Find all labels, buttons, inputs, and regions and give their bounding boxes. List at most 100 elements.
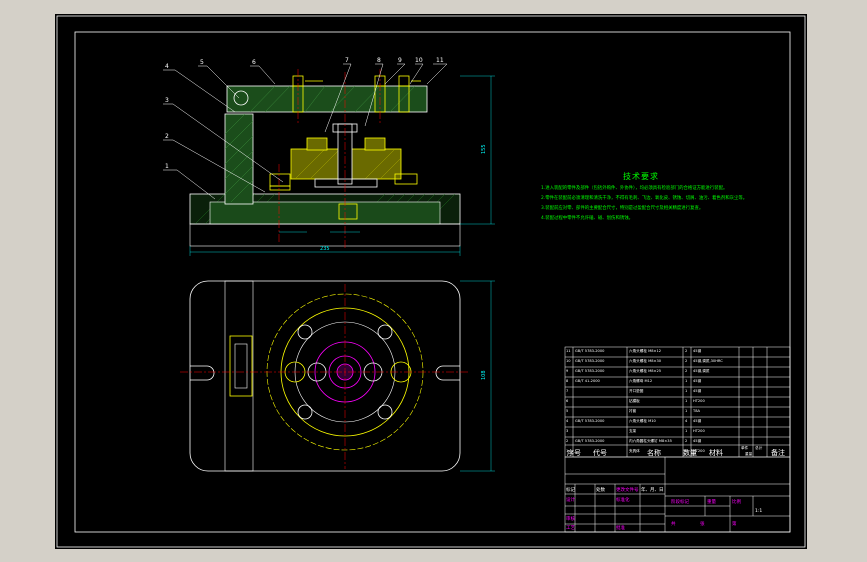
bom-cell-qty: 1 bbox=[685, 389, 688, 393]
bom-header-seq: 序号 bbox=[567, 449, 581, 457]
tb-standard: 标准化 bbox=[616, 498, 630, 503]
tech-req-line: 4.装配过程中零件不允许磕、碰、划伤和锈蚀。 bbox=[541, 216, 634, 221]
bom-cell-material: HT200 bbox=[693, 449, 705, 453]
bom-header-total-weight: 总计 bbox=[755, 446, 763, 450]
plan-view: 108 bbox=[180, 280, 495, 472]
drawing-canvas: 235 155 1 2 3 4 5 6 bbox=[55, 14, 807, 549]
bom-cell-qty: 1 bbox=[685, 399, 688, 403]
bom-cell-seq: 8 bbox=[566, 379, 569, 383]
tb-stage: 阶段标记 bbox=[671, 500, 689, 505]
bom-cell-seq: 10 bbox=[566, 359, 571, 363]
leader-2: 2 bbox=[165, 133, 169, 140]
bom-cell-seq: 1 bbox=[566, 449, 569, 453]
bom-header-qty: 数量 bbox=[683, 449, 697, 457]
bom-cell-seq: 3 bbox=[566, 429, 569, 433]
leader-6: 6 bbox=[252, 59, 256, 66]
bom-cell-qty: 2 bbox=[685, 369, 688, 373]
drill-plate bbox=[226, 85, 428, 113]
tb-label-date: 年、月、日 bbox=[641, 488, 664, 493]
inner-frame bbox=[74, 31, 791, 533]
leader-1: 1 bbox=[165, 163, 169, 170]
bom-cell-material: T8A bbox=[693, 409, 700, 413]
tb-label-change-doc: 更改文件号 bbox=[616, 488, 639, 493]
bom-cell-name: 支架 bbox=[629, 429, 637, 433]
bom-cell-name: 六角头螺栓 M10 bbox=[629, 419, 656, 423]
cad-drawing: 235 155 1 2 3 4 5 6 bbox=[56, 15, 806, 548]
bom-cell-seq: 7 bbox=[566, 389, 569, 393]
tb-design: 设计 bbox=[566, 498, 575, 503]
bom-cell-seq: 6 bbox=[566, 399, 569, 403]
leader-11: 11 bbox=[436, 57, 444, 64]
bom-cell-name: 内六角圆柱头螺钉 M8×35 bbox=[629, 439, 672, 443]
dim-overall-width: 235 bbox=[320, 246, 330, 252]
bom-cell-name: 夹具体 bbox=[629, 449, 640, 453]
bom-header-weight: 重量 bbox=[745, 452, 753, 456]
tech-req-line: 3.装配前应对零、部件的主要配合尺寸，特别是过盈配合尺寸及相关精度进行复查。 bbox=[541, 206, 704, 211]
leader-8: 8 bbox=[377, 57, 381, 64]
bom-cell-material: 45钢 bbox=[693, 349, 702, 353]
bom-cell-seq: 4 bbox=[566, 419, 569, 423]
bom-cell-material: 45钢,调质 bbox=[693, 369, 710, 373]
tb-scale: 比例 bbox=[732, 500, 741, 505]
tb-sheet-no: 第 bbox=[732, 522, 737, 527]
leader-10: 10 bbox=[415, 57, 423, 64]
leader-5: 5 bbox=[200, 59, 204, 66]
bom-cell-material: 45钢 bbox=[693, 379, 702, 383]
tb-check: 审核 bbox=[566, 517, 575, 522]
bom-cell-seq: 2 bbox=[566, 439, 569, 443]
bom-cell-material: 45钢,调质,30HRC bbox=[693, 359, 723, 363]
bom-cell-qty: 1 bbox=[685, 379, 688, 383]
tb-label-mark: 标记 bbox=[566, 488, 575, 493]
bom-cell-qty: 2 bbox=[685, 359, 688, 363]
bom-cell-qty: 2 bbox=[685, 349, 688, 353]
bom-cell-code: GB/T 5783-2000 bbox=[575, 349, 605, 353]
bom-header-remark: 备注 bbox=[771, 449, 785, 457]
bom-cell-name: 六角头螺栓 M8×25 bbox=[629, 369, 662, 373]
leader-3: 3 bbox=[165, 97, 169, 104]
bom-cell-material: 45钢 bbox=[693, 439, 702, 443]
bom-cell-material: HT200 bbox=[693, 429, 705, 433]
bom-cell-name: 六角头螺栓 M8×12 bbox=[629, 349, 662, 353]
bom-cell-material: HT200 bbox=[693, 399, 705, 403]
tb-approve: 批准 bbox=[616, 526, 625, 531]
bom-cell-seq: 5 bbox=[566, 409, 569, 413]
bom-cell-code: GB/T 41-2000 bbox=[575, 379, 600, 383]
bom-cell-code: GB/T 5783-2000 bbox=[575, 439, 605, 443]
leader-4: 4 bbox=[165, 63, 169, 70]
bom-cell-name: 钻模板 bbox=[629, 399, 640, 403]
dim-plan-height: 108 bbox=[481, 370, 487, 380]
tb-weight: 重量 bbox=[707, 500, 716, 505]
support-column bbox=[224, 113, 254, 205]
bom-header-unit-weight: 单件 bbox=[741, 446, 749, 450]
bom-table bbox=[564, 346, 791, 458]
title-block bbox=[564, 456, 791, 533]
bom-cell-name: 衬套 bbox=[629, 409, 637, 413]
tb-scale-value: 1:1 bbox=[755, 509, 763, 514]
bom-cell-name: 六角头螺栓 M8×30 bbox=[629, 359, 662, 363]
bom-header-material: 材料 bbox=[709, 449, 723, 457]
bom-cell-qty: 1 bbox=[685, 429, 688, 433]
bom-cell-qty: 2 bbox=[685, 439, 688, 443]
bom-cell-code: GB/T 5783-2000 bbox=[575, 369, 605, 373]
tech-req-title: 技术要求 bbox=[623, 172, 659, 181]
bom-header-name: 名称 bbox=[647, 449, 661, 457]
bom-header-code: 代号 bbox=[593, 449, 607, 457]
dim-overall-height: 155 bbox=[481, 144, 487, 154]
plan-outline bbox=[189, 280, 461, 472]
bom-cell-seq: 9 bbox=[566, 369, 569, 373]
bom-cell-material: 45钢 bbox=[693, 419, 702, 423]
bom-cell-qty: 1 bbox=[685, 449, 688, 453]
bom-cell-seq: 11 bbox=[566, 349, 571, 353]
bom-cell-name: 六角螺母 M12 bbox=[629, 379, 653, 383]
front-section-view: 235 155 1 2 3 4 5 6 bbox=[163, 57, 495, 256]
bom-cell-qty: 4 bbox=[685, 419, 688, 423]
bom-cell-qty: 1 bbox=[685, 409, 688, 413]
tech-req-line: 2.零件在装配前必须清理和清洗干净，不得有毛刺、飞边、氧化皮、锈蚀、切屑、油污、… bbox=[541, 196, 748, 201]
bom-cell-material: 45钢 bbox=[693, 389, 702, 393]
bom-cell-code: GB/T 5783-2000 bbox=[575, 419, 605, 423]
tech-req-line: 1.进入装配的零件及部件（包括外购件、外协件），均必须具有检验部门的合格证方能进… bbox=[541, 186, 728, 191]
outer-frame bbox=[56, 15, 806, 548]
tb-sheets: 共 bbox=[671, 522, 676, 527]
tb-process: 工艺 bbox=[566, 526, 575, 531]
tb-label-count: 处数 bbox=[596, 488, 605, 493]
